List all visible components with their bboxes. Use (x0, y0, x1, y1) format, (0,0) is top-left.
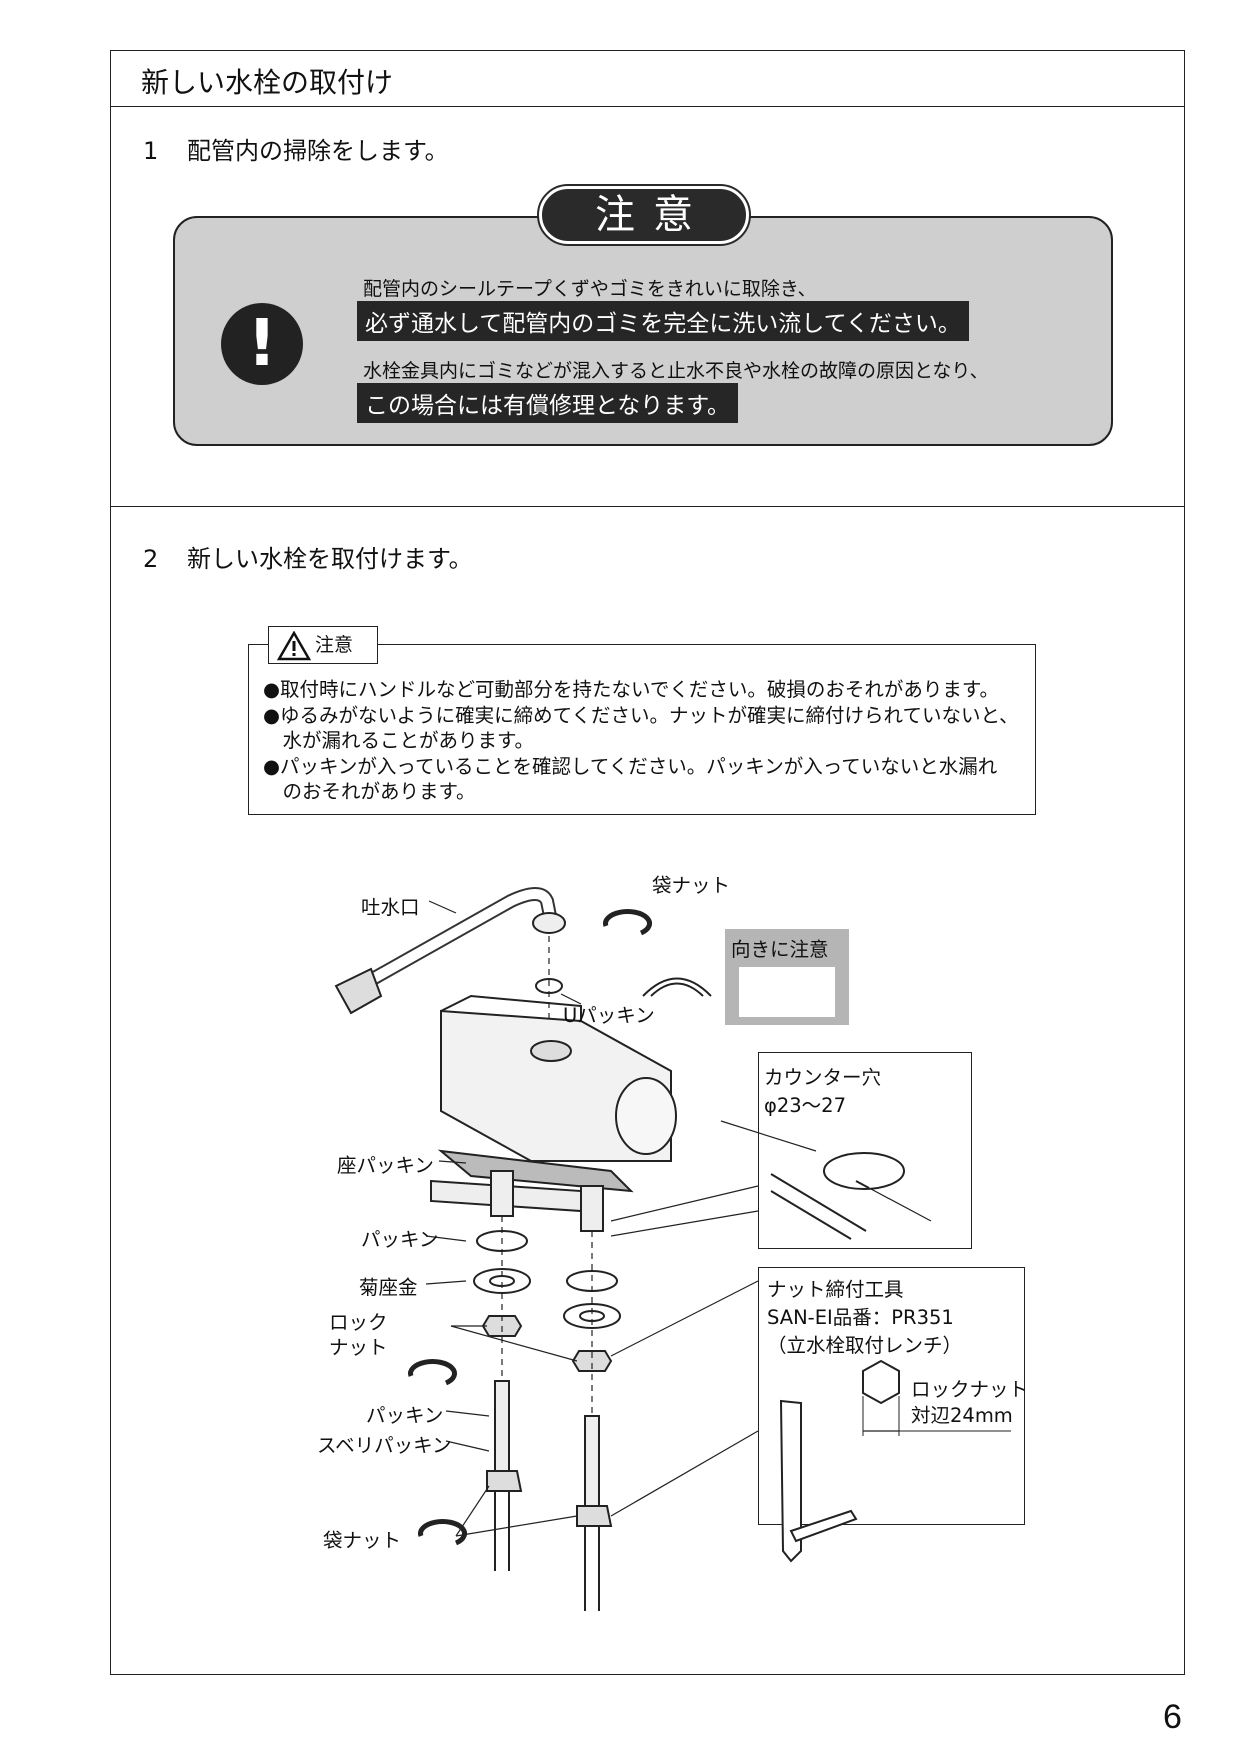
label-u-packing: Uパッキン (563, 1004, 655, 1027)
label-washer: 菊座金 (359, 1276, 418, 1299)
caution-line-2: 水栓金具内にゴミなどが混入すると止水不良や水栓の故障の原因となり、 (363, 360, 989, 382)
caution-highlight-2: この場合には有償修理となります。 (357, 383, 739, 423)
notice-box (248, 644, 1036, 815)
label-tool-model: SAN-EI品番：PR351 (767, 1306, 954, 1329)
tool-detail (758, 1267, 1025, 1525)
label-packing-2: パッキン (366, 1404, 444, 1427)
caution-highlight-1: 必ず通水して配管内のゴミを完全に洗い流してください。 (357, 301, 969, 341)
section-divider (111, 506, 1184, 507)
notice-line: 水が漏れることがあります。 (263, 729, 535, 752)
caution-line-1: 配管内のシールテープくずやゴミをきれいに取除き、 (363, 278, 817, 300)
notice-tab: 注意 (268, 626, 378, 664)
label-cap-nut-bottom: 袋ナット (323, 1529, 402, 1552)
page-title: 新しい水栓の取付け (141, 66, 394, 99)
exclamation-icon: ! (221, 303, 303, 385)
installation-diagram (334, 887, 1011, 1611)
label-tool-nut-1: ロックナット (911, 1378, 1029, 1401)
label-packing-1: パッキン (361, 1228, 439, 1251)
notice-line: ●取付時にハンドルなど可動部分を持たないでください。破損のおそれがあります。 (263, 678, 999, 701)
step-1: 1 配管内の掃除をします。 (143, 131, 449, 166)
label-tool-title: ナット締付工具 (767, 1278, 904, 1301)
label-tool-desc: （立水栓取付レンチ） (767, 1334, 963, 1357)
counter-hole-detail (758, 1052, 972, 1249)
page-frame: 新しい水栓の取付け 1 配管内の掃除をします。 注意 ! 配管内のシールテープくず… (110, 50, 1185, 1675)
label-orientation-note: 向きに注意 (731, 938, 829, 961)
label-tool-nut-2: 対辺24mm (911, 1404, 1013, 1427)
notice-line: ●パッキンが入っていることを確認してください。パッキンが入っていないと水漏れ (263, 755, 998, 778)
label-counter-hole: カウンター穴 (764, 1066, 882, 1089)
caution-title: 注意 (537, 184, 751, 246)
page-number: 6 (1163, 1698, 1182, 1736)
label-cap-nut-top: 袋ナット (652, 874, 731, 897)
notice-line: ●ゆるみがないように確実に締めてください。ナットが確実に締付けられていないと、 (263, 704, 1019, 727)
step-2: 2 新しい水栓を取付けます。 (143, 539, 473, 574)
label-spout: 吐水口 (361, 896, 420, 919)
label-counter-diameter: φ23～27 (764, 1094, 846, 1117)
label-slide-packing: スベリパッキン (317, 1434, 452, 1457)
step-text: 新しい水栓を取付けます。 (187, 545, 473, 573)
label-lock-nut-1: ロック (329, 1311, 388, 1334)
section-header: 新しい水栓の取付け (111, 51, 1184, 107)
notice-line: のおそれがあります。 (263, 780, 476, 803)
warning-icon (277, 631, 311, 661)
label-seat-packing: 座パッキン (337, 1154, 434, 1177)
label-lock-nut-2: ナット (329, 1336, 388, 1359)
step-text: 配管内の掃除をします。 (187, 137, 449, 165)
step-number: 2 (143, 545, 159, 573)
step-number: 1 (143, 137, 159, 165)
notice-tab-label: 注意 (315, 634, 354, 656)
u-packing-detail (739, 967, 835, 1017)
